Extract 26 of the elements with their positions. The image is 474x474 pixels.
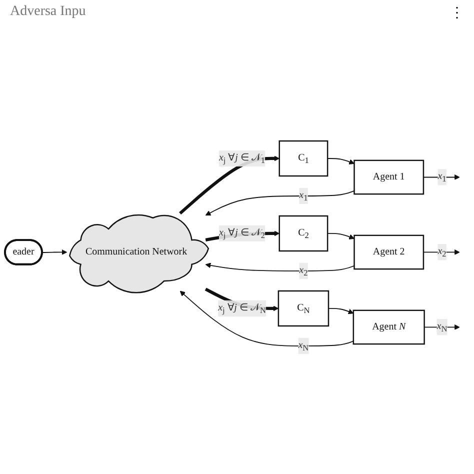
edge-label: x$_{j}$ ∀j ∈ 𝒩$_{2}$: [218, 228, 266, 240]
arrow: [180, 291, 354, 347]
edge-label: x$_{2}$: [299, 265, 308, 278]
edge-label: x$_{2}$: [438, 246, 446, 259]
arrow: [423, 250, 460, 256]
node-box: C$_{N}$: [278, 290, 330, 328]
annotation-text: Adversa Inpu: [10, 4, 86, 21]
edge-label: x$_{N}$: [298, 340, 309, 353]
arrow: [328, 308, 354, 315]
node-box: C$_{1}$: [278, 140, 328, 178]
edge-label: x$_{1}$: [299, 190, 308, 203]
edge-label: x$_{N}$: [436, 321, 448, 334]
edge-label: x$_{j}$ ∀j ∈ 𝒩$_{1}$: [218, 152, 266, 166]
arrow: [42, 250, 68, 256]
node-box: Agent N: [352, 310, 425, 346]
arrow: [327, 158, 354, 165]
ellipsis-mark: ⋮: [450, 5, 464, 22]
arrow: [327, 233, 354, 240]
arrow: [423, 174, 460, 180]
edge-label: x$_{j}$ ∀j ∈ 𝒩$_{N}$: [218, 302, 266, 316]
arrow: [205, 263, 355, 272]
node-box: C$_{2}$: [278, 216, 328, 252]
edge-label: x$_{1}$: [438, 171, 446, 184]
arrow: [205, 190, 355, 216]
node-box: Agent 2: [354, 235, 424, 270]
node-box: Agent 1: [354, 160, 424, 196]
